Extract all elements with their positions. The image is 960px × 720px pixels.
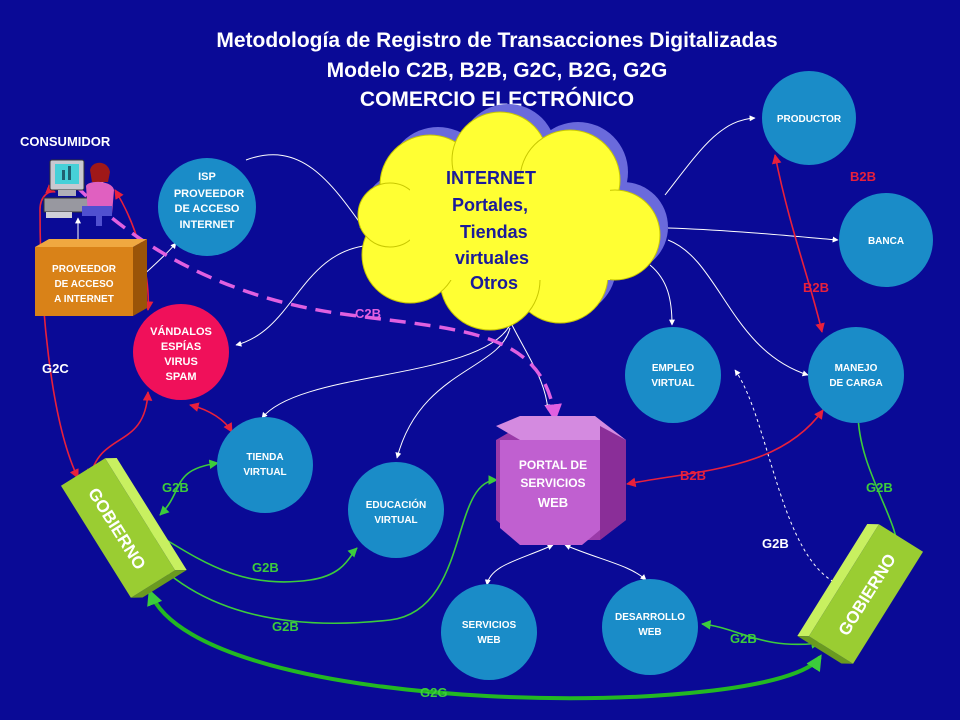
consumer-label: CONSUMIDOR: [20, 134, 111, 149]
svg-text:DE ACCESO: DE ACCESO: [175, 203, 240, 215]
edge-internet-empleo: [649, 264, 675, 326]
edge-portal-desarrollo: [564, 544, 647, 581]
edge-label-g2b-tienda: G2B: [162, 480, 189, 495]
edge-dashed-empleo-gobierno: [734, 369, 841, 586]
title-line-1: Metodología de Registro de Transacciones…: [216, 29, 777, 52]
manejo-carga-node: MANEJO DE CARGA: [808, 327, 904, 423]
gobierno-left-node: GOBIERNO: [60, 458, 187, 598]
edge-vandals-tienda: [189, 402, 233, 433]
svg-text:SERVICIOS: SERVICIOS: [462, 620, 517, 631]
edge-gobierno-gobierno-g2g: [147, 589, 822, 701]
svg-text:ISP: ISP: [198, 171, 216, 183]
svg-text:WEB: WEB: [538, 495, 568, 510]
edge-internet-banca: [667, 227, 839, 243]
edge-label-g2b-right: G2B: [866, 480, 893, 495]
edge-label-g2b-edu: G2B: [252, 560, 279, 575]
svg-text:WEB: WEB: [638, 627, 661, 638]
svg-text:INTERNET: INTERNET: [446, 168, 536, 188]
banca-node: BANCA: [839, 193, 933, 287]
svg-text:TIENDA: TIENDA: [246, 452, 283, 463]
svg-text:VIRUS: VIRUS: [164, 356, 198, 368]
productor-node: PRODUCTOR: [762, 71, 856, 165]
edge-label-g2b-portal: G2B: [272, 619, 299, 634]
svg-text:virtuales: virtuales: [455, 248, 529, 268]
svg-text:SPAM: SPAM: [166, 371, 197, 383]
svg-text:VÁNDALOS: VÁNDALOS: [150, 325, 212, 338]
svg-text:SERVICIOS: SERVICIOS: [520, 476, 585, 490]
svg-text:EMPLEO: EMPLEO: [652, 363, 694, 374]
title-line-2: Modelo C2B, B2B, G2C, B2G, G2G: [327, 59, 668, 82]
edge-gobierno-portal: [139, 475, 498, 624]
svg-text:ESPÍAS: ESPÍAS: [161, 340, 201, 353]
svg-text:Otros: Otros: [470, 273, 518, 293]
svg-text:VIRTUAL: VIRTUAL: [243, 467, 286, 478]
edge-label-g2b-desarrollo: G2B: [730, 631, 757, 646]
svg-text:MANEJO: MANEJO: [835, 363, 878, 374]
svg-text:INTERNET: INTERNET: [180, 219, 235, 231]
vandals-node: VÁNDALOS ESPÍAS VIRUS SPAM: [133, 304, 229, 400]
edge-label-c2b: C2B: [355, 306, 381, 321]
svg-text:VIRTUAL: VIRTUAL: [651, 378, 694, 389]
edge-label-b2b-mid: B2B: [803, 280, 829, 295]
svg-text:A INTERNET: A INTERNET: [54, 294, 114, 305]
edge-label-g2b-dashed: G2B: [762, 536, 789, 551]
educacion-virtual-node: EDUCACIÓN VIRTUAL: [348, 462, 444, 558]
svg-text:EDUCACIÓN: EDUCACIÓN: [366, 498, 427, 511]
gobierno-right-node: GOBIERNO: [797, 524, 924, 664]
edge-internet-educacion: [395, 327, 511, 459]
svg-text:DE CARGA: DE CARGA: [829, 378, 882, 389]
tienda-virtual-node: TIENDA VIRTUAL: [217, 417, 313, 513]
svg-text:Tiendas: Tiendas: [460, 222, 528, 242]
edge-portal-servicios: [484, 544, 554, 586]
svg-text:PRODUCTOR: PRODUCTOR: [777, 114, 842, 125]
svg-text:DESARROLLO: DESARROLLO: [615, 612, 685, 623]
svg-text:VIRTUAL: VIRTUAL: [374, 515, 417, 526]
svg-text:WEB: WEB: [477, 635, 500, 646]
edge-internet-tienda: [261, 324, 511, 419]
edge-vandals-gobierno: [87, 391, 153, 479]
svg-text:PROVEEDOR: PROVEEDOR: [52, 264, 117, 275]
svg-text:DE ACCESO: DE ACCESO: [54, 279, 113, 290]
svg-text:PROVEEDOR: PROVEEDOR: [174, 188, 244, 200]
svg-text:PORTAL DE: PORTAL DE: [519, 458, 587, 472]
edges-green: [139, 411, 904, 701]
edge-label-g2g: G2G: [420, 685, 447, 700]
edge-productor-carga: [771, 154, 825, 333]
consumer-node: CONSUMIDOR: [20, 134, 114, 226]
computer-user-icon: [43, 159, 114, 226]
edge-portal-carga: [626, 409, 824, 488]
edge-gobierno-consumer-g2c: [39, 184, 79, 479]
empleo-virtual-node: EMPLEO VIRTUAL: [625, 327, 721, 423]
proveedor-acceso-node: PROVEEDOR DE ACCESO A INTERNET: [35, 239, 147, 316]
svg-text:BANCA: BANCA: [868, 236, 904, 247]
edge-internet-vandals: [235, 244, 373, 347]
internet-cloud-node: INTERNET Portales, Tiendas virtuales Otr…: [357, 104, 668, 331]
edge-label-b2b-top: B2B: [850, 169, 876, 184]
isp-node: ISP PROVEEDOR DE ACCESO INTERNET: [158, 158, 256, 256]
servicios-web-node: SERVICIOS WEB: [441, 584, 537, 680]
edge-label-b2b-portal: B2B: [680, 468, 706, 483]
svg-text:Portales,: Portales,: [452, 195, 528, 215]
edge-internet-carga: [667, 239, 809, 377]
portal-servicios-web-node: PORTAL DE SERVICIOS WEB: [496, 416, 626, 545]
edge-internet-productor: [664, 115, 756, 196]
edge-isp-internet: [245, 154, 366, 231]
desarrollo-web-node: DESARROLLO WEB: [602, 579, 698, 675]
edge-label-g2c: G2C: [42, 361, 69, 376]
edge-internet-portal: [511, 324, 551, 411]
